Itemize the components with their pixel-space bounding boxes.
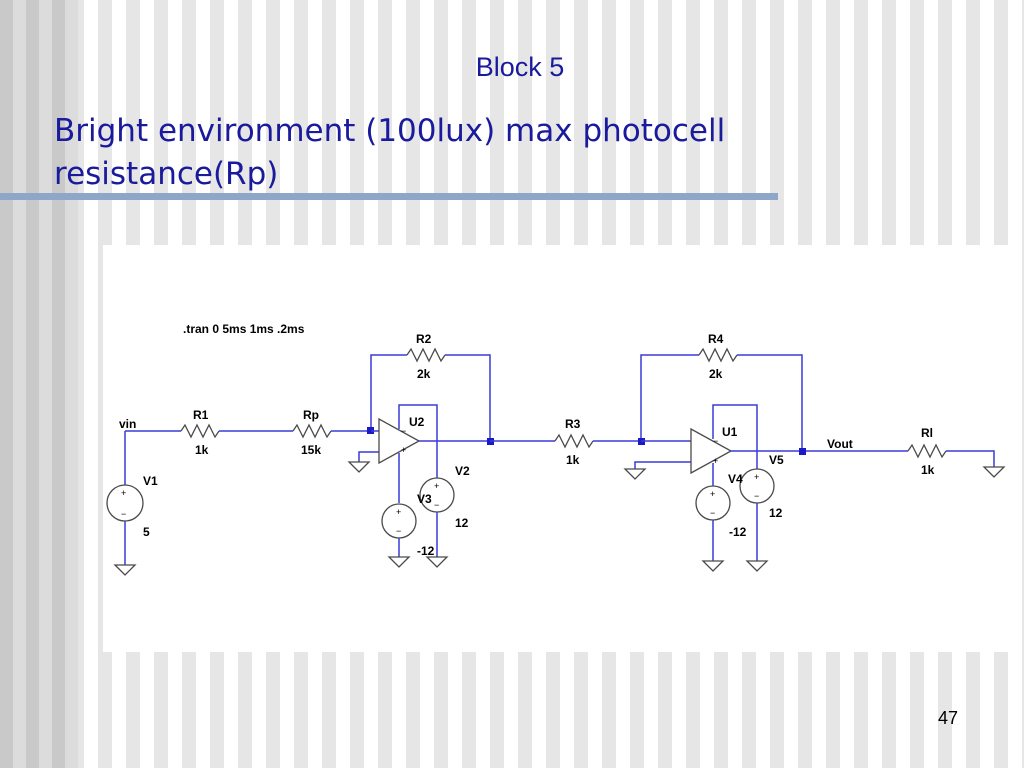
v4-name: V4 bbox=[728, 472, 743, 486]
v2-name: V2 bbox=[455, 464, 470, 478]
v4-minus-sign: − bbox=[710, 508, 715, 518]
opamp-u2: − + bbox=[347, 404, 494, 503]
tran-directive: .tran 0 5ms 1ms .2ms bbox=[183, 322, 305, 336]
r1-name: R1 bbox=[193, 408, 209, 422]
net-label-vout: Vout bbox=[827, 437, 853, 451]
source-v5: + − bbox=[739, 468, 775, 572]
v5-minus-sign: − bbox=[754, 491, 759, 501]
resistor-r3 bbox=[554, 433, 594, 449]
r4-value: 2k bbox=[709, 367, 723, 381]
u1-plus-sign: + bbox=[713, 456, 718, 466]
v1-name: V1 bbox=[143, 474, 158, 488]
r2-value: 2k bbox=[417, 367, 431, 381]
stage2-feedback bbox=[638, 347, 803, 450]
v2-minus-sign: − bbox=[434, 500, 439, 510]
v5-plus-sign: + bbox=[754, 472, 759, 482]
v1-value: 5 bbox=[143, 525, 150, 539]
rl-value: 1k bbox=[921, 463, 935, 477]
v1-minus-sign: − bbox=[121, 509, 126, 519]
slide-title: Bright environment (100lux) max photocel… bbox=[54, 113, 726, 192]
u2-name: U2 bbox=[409, 415, 425, 429]
rp-name: Rp bbox=[303, 408, 319, 422]
v3-value: -12 bbox=[417, 544, 435, 558]
v1-plus-sign: + bbox=[121, 488, 126, 498]
v2-plus-sign: + bbox=[434, 481, 439, 491]
source-v2: + − bbox=[419, 477, 455, 568]
v2-value: 12 bbox=[455, 516, 469, 530]
r1-value: 1k bbox=[195, 443, 209, 457]
v3-name: V3 bbox=[417, 492, 432, 506]
source-v1: + − bbox=[106, 430, 181, 576]
v5-value: 12 bbox=[769, 506, 783, 520]
opamp-u1: − + bbox=[623, 404, 908, 487]
title-divider bbox=[0, 193, 778, 200]
v3-plus-sign: + bbox=[396, 507, 401, 517]
page-number: 47 bbox=[938, 708, 959, 728]
resistor-r1 bbox=[180, 423, 220, 439]
source-v3: + − bbox=[381, 503, 417, 568]
source-v4: + − bbox=[695, 485, 731, 572]
u1-name: U1 bbox=[722, 425, 738, 439]
v4-value: -12 bbox=[729, 525, 747, 539]
rl-name: Rl bbox=[921, 426, 933, 440]
u1-minus-sign: − bbox=[713, 436, 718, 446]
v3-minus-sign: − bbox=[396, 526, 401, 536]
v4-plus-sign: + bbox=[710, 489, 715, 499]
r2-name: R2 bbox=[416, 332, 432, 346]
r3-value: 1k bbox=[566, 453, 580, 467]
stage1-feedback bbox=[367, 347, 491, 441]
u2-plus-sign: + bbox=[401, 445, 406, 455]
r3-name: R3 bbox=[565, 417, 581, 431]
r4-name: R4 bbox=[708, 332, 724, 346]
circuit-schematic-panel: .tran 0 5ms 1ms .2ms + − vin V1 5 R1 1k … bbox=[103, 245, 1012, 652]
net-label-vin: vin bbox=[119, 417, 136, 431]
u2-minus-sign: − bbox=[401, 426, 406, 436]
resistor-rl bbox=[907, 443, 1006, 478]
rp-value: 15k bbox=[301, 443, 321, 457]
slide-left-shade bbox=[0, 0, 78, 768]
circuit-schematic: .tran 0 5ms 1ms .2ms + − vin V1 5 R1 1k … bbox=[106, 322, 1006, 576]
resistor-rp bbox=[292, 423, 332, 439]
v5-name: V5 bbox=[769, 453, 784, 467]
slide-heading: Block 5 bbox=[475, 52, 565, 82]
